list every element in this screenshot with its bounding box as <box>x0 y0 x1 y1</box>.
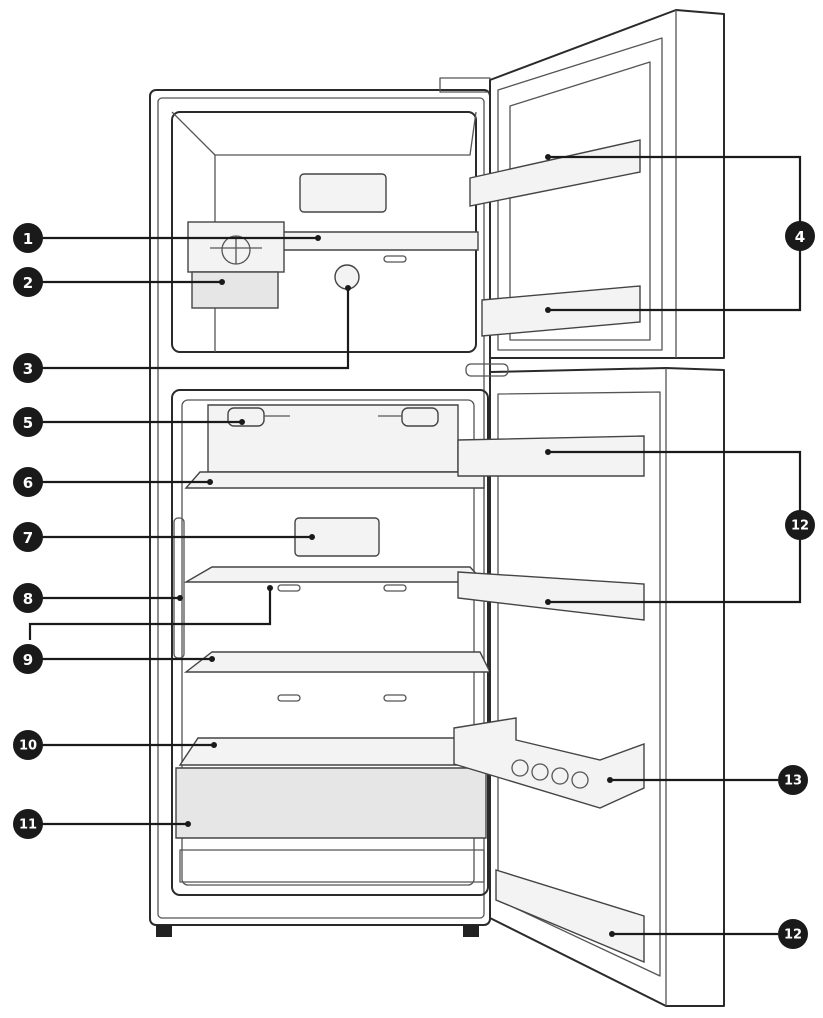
callout-6-label: 6 <box>23 474 33 492</box>
callout-9-label: 9 <box>23 651 33 669</box>
callout-12-upper-label: 12 <box>791 519 809 534</box>
callout-6: 6 <box>13 467 43 497</box>
fridge-compartment <box>172 390 490 895</box>
callout-5: 5 <box>13 407 43 437</box>
fridge-door <box>454 364 724 1006</box>
callout-13-label: 13 <box>784 774 802 789</box>
callout-10: 10 <box>13 730 43 760</box>
callout-3: 3 <box>13 353 43 383</box>
callout-11-label: 11 <box>19 818 37 833</box>
callout-8: 8 <box>13 583 43 613</box>
callout-4-label: 4 <box>795 228 805 246</box>
callout-8-label: 8 <box>23 590 33 608</box>
callout-7-label: 7 <box>23 529 33 547</box>
freezer-compartment <box>172 112 478 352</box>
callout-3-label: 3 <box>23 360 33 378</box>
callout-9: 9 <box>13 644 43 674</box>
callout-5-label: 5 <box>23 414 33 432</box>
callout-7: 7 <box>13 522 43 552</box>
callout-12-upper: 12 <box>785 510 815 540</box>
callout-1-label: 1 <box>23 230 33 248</box>
callout-11: 11 <box>13 809 43 839</box>
callout-12-lower: 12 <box>778 919 808 949</box>
callout-13: 13 <box>778 765 808 795</box>
callout-1: 1 <box>13 223 43 253</box>
callout-2: 2 <box>13 267 43 297</box>
freezer-door <box>470 10 724 358</box>
callout-2-label: 2 <box>23 274 33 292</box>
callout-10-label: 10 <box>19 739 37 754</box>
callout-12-lower-label: 12 <box>784 928 802 943</box>
callout-4: 4 <box>785 221 815 251</box>
